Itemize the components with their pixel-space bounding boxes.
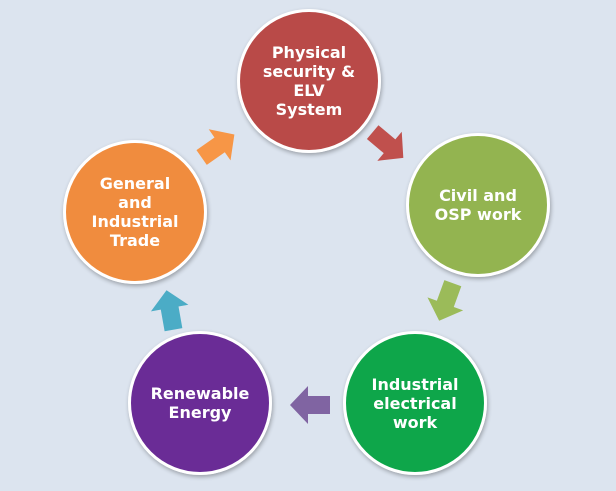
arrow-5 — [196, 129, 235, 165]
node-physical-security: Physical security & ELV System — [237, 9, 381, 153]
node-label: Civil and OSP work — [434, 186, 522, 224]
node-label: Industrial electrical work — [371, 374, 459, 432]
arrow-2 — [427, 280, 464, 321]
node-civil-osp: Civil and OSP work — [406, 133, 550, 277]
arrow-4 — [150, 290, 189, 332]
node-label: Physical security & ELV System — [262, 43, 356, 119]
node-label: Renewable Energy — [150, 384, 250, 422]
node-industrial-electrical: Industrial electrical work — [343, 331, 487, 475]
arrow-3 — [290, 386, 330, 424]
node-renewable-energy: Renewable Energy — [128, 331, 272, 475]
arrow-1 — [366, 125, 404, 161]
node-label: General and Industrial Trade — [91, 174, 179, 250]
node-general-trade: General and Industrial Trade — [63, 140, 207, 284]
